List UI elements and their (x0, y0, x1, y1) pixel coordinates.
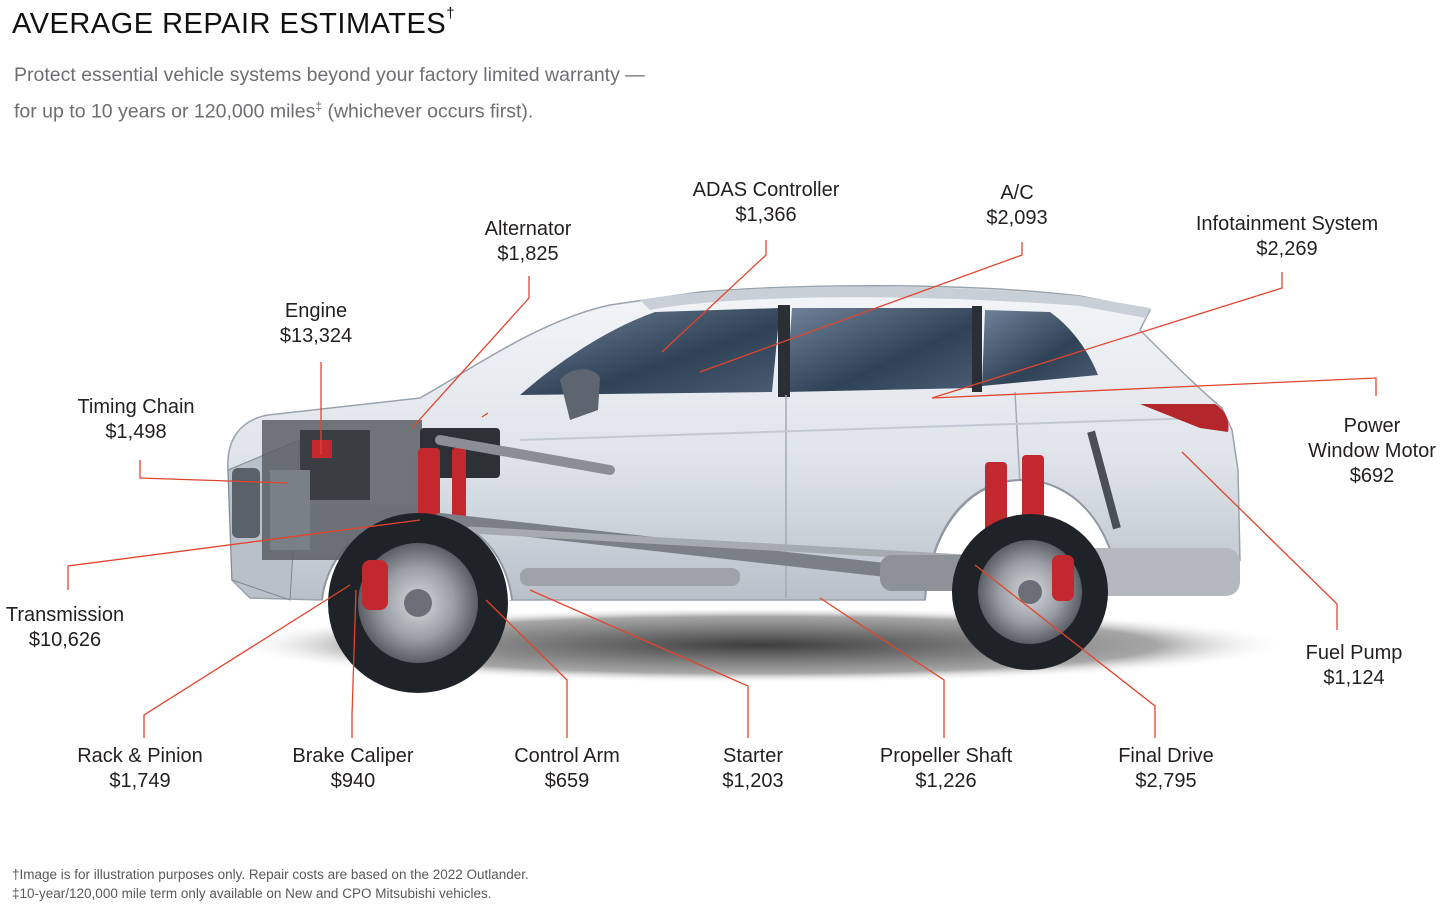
part-name-line-1: Power (1343, 415, 1401, 437)
subtitle-line-2: for up to 10 years or 120,000 miles‡ (wh… (14, 99, 533, 124)
label-adas-controller: ADAS Controller $1,366 (693, 178, 840, 228)
alternator-leader-line (411, 276, 530, 429)
part-name: Infotainment System (1195, 213, 1379, 235)
part-price: $1,124 (1323, 667, 1385, 689)
front-coil-springs (418, 448, 466, 528)
part-price: $2,795 (1135, 770, 1197, 792)
part-name: Propeller Shaft (879, 745, 1013, 767)
label-starter: Starter $1,203 (722, 744, 783, 794)
brake-caliper-leader-line (351, 589, 357, 738)
part-name-line-2: Window Motor (1308, 440, 1436, 462)
part-price: $2,093 (986, 207, 1048, 229)
part-name: Timing Chain (77, 396, 195, 418)
label-transmission: Transmission $10,626 (6, 603, 124, 653)
part-price: $1,825 (497, 243, 559, 265)
label-rack-and-pinion: Rack & Pinion $1,749 (77, 744, 203, 794)
starter-leader-line (529, 589, 749, 738)
infotainment-leader-line (931, 272, 1283, 399)
label-timing-chain: Timing Chain $1,498 (77, 395, 194, 445)
alternator-tip-mark (481, 412, 489, 418)
timing-chain-leader-line (139, 460, 289, 484)
part-name: Fuel Pump (1305, 642, 1403, 664)
part-name: Brake Caliper (292, 745, 414, 767)
label-ac: A/C $2,093 (986, 181, 1047, 231)
part-name: Final Drive (1118, 745, 1214, 767)
label-final-drive: Final Drive $2,795 (1118, 744, 1214, 794)
part-price: $13,324 (279, 325, 353, 347)
part-price: $2,269 (1256, 238, 1318, 260)
part-name: Alternator (484, 218, 572, 240)
page-title: AVERAGE REPAIR ESTIMATES† (12, 5, 456, 41)
part-name: Starter (722, 745, 784, 767)
label-power-window-motor: Power Window Motor $692 (1308, 414, 1436, 489)
part-name: Rack & Pinion (77, 745, 203, 767)
part-price: $692 (1349, 465, 1395, 487)
part-name: ADAS Controller (692, 179, 840, 201)
part-name: Engine (284, 300, 348, 322)
part-name: Control Arm (514, 745, 620, 767)
footnote-term: ‡10-year/120,000 mile term only availabl… (12, 886, 492, 901)
part-price: $10,626 (28, 629, 102, 651)
part-price: $1,226 (915, 770, 977, 792)
control-arm-leader-line (485, 599, 568, 738)
propeller-shaft-leader-line (819, 597, 945, 738)
label-engine: Engine $13,324 (280, 299, 352, 349)
title-text: AVERAGE REPAIR ESTIMATES (12, 8, 447, 40)
subtitle-line-1: Protect essential vehicle systems beyond… (14, 64, 645, 86)
label-infotainment-system: Infotainment System $2,269 (1196, 212, 1378, 262)
part-price: $1,203 (722, 770, 784, 792)
part-price: $1,749 (109, 770, 171, 792)
subtitle-footnote-mark: ‡ (315, 99, 323, 113)
drivetrain (433, 435, 1240, 596)
label-alternator: Alternator $1,825 (485, 217, 572, 267)
part-name: A/C (1000, 182, 1034, 204)
adas-leader-line (661, 240, 767, 353)
label-fuel-pump: Fuel Pump $1,124 (1306, 641, 1403, 691)
fuel-pump-leader-line (1181, 451, 1338, 630)
final-drive-leader-line (974, 564, 1156, 738)
part-price: $940 (330, 770, 376, 792)
title-footnote-mark: † (446, 5, 456, 23)
part-price: $1,366 (735, 204, 797, 226)
power-window-leader-line (931, 377, 1377, 399)
transmission-leader-line (67, 519, 421, 590)
label-control-arm: Control Arm $659 (514, 744, 620, 794)
ac-leader-line (699, 242, 1023, 373)
footnote-illustration: †Image is for illustration purposes only… (12, 867, 529, 882)
subtitle-text: for up to 10 years or 120,000 miles (14, 100, 316, 123)
part-name: Transmission (5, 604, 125, 626)
label-brake-caliper: Brake Caliper $940 (292, 744, 413, 794)
rack-pinion-leader-line (143, 584, 351, 738)
rear-wheel (952, 514, 1108, 670)
label-propeller-shaft: Propeller Shaft $1,226 (880, 744, 1012, 794)
part-price: $1,498 (105, 421, 167, 443)
front-wheel (328, 513, 508, 693)
leader-lines (67, 240, 1377, 738)
part-price: $659 (544, 770, 590, 792)
subtitle-text-end: (whichever occurs first). (322, 100, 534, 123)
